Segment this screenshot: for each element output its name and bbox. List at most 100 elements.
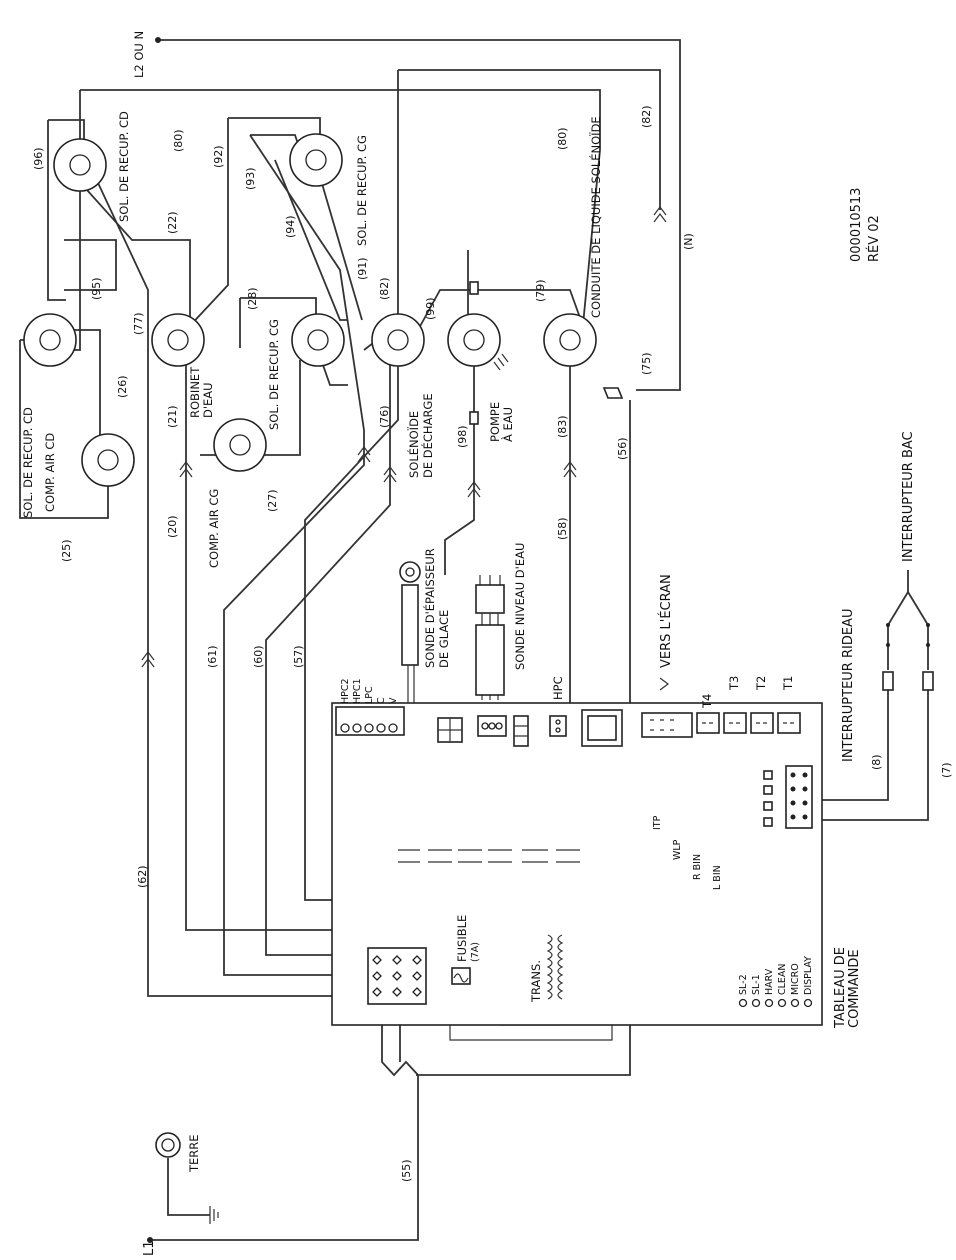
wires: [19, 39, 929, 1241]
label-sonde-glace-2: DE GLACE: [437, 610, 451, 668]
label-sol-cd-left: SOL. DE RECUP. CD: [21, 407, 35, 518]
label-led-display: DISPLAY: [803, 956, 814, 995]
wire-61: (61): [206, 645, 219, 668]
label-sonde-niveau: SONDE NIVEAU D'EAU: [513, 543, 527, 670]
wire-75: (75): [640, 352, 653, 375]
wire-numbers: (96) (80) (92) (93) (94) (91) (22) (95) …: [32, 105, 953, 1182]
neutral-terminal: [602, 387, 624, 399]
label-vers-ecran: VERS L'ÉCRAN: [658, 574, 674, 668]
label-terre: TERRE: [187, 1134, 201, 1173]
label-de-decharge: DE DÉCHARGE: [420, 393, 435, 478]
label-fuse-val: (7A): [470, 942, 481, 962]
label-led-clean: CLEAN: [777, 963, 788, 995]
wire-96: (96): [32, 147, 45, 170]
label-hpc2: HPC2: [340, 678, 351, 704]
wire-94: (94): [284, 215, 297, 238]
label-wlp: WLP: [672, 839, 683, 860]
label-interrupteur-rideau: INTERRUPTEUR RIDEAU: [841, 609, 856, 762]
label-r-bin: R BIN: [692, 854, 703, 880]
wire-28: (28): [246, 287, 259, 310]
wire-7: (7): [940, 762, 953, 778]
label-tableau-2: COMMANDE: [847, 949, 862, 1028]
connector-chevrons: [141, 206, 669, 691]
label-c: C: [376, 697, 387, 704]
label-pompe: POMPE: [488, 402, 502, 442]
label-comp-air-cd: COMP. AIR CD: [43, 433, 57, 512]
wire-20: (20): [166, 515, 179, 538]
label-led-harv: HARV: [764, 968, 775, 995]
wire-82b: (82): [640, 105, 653, 128]
wire-58: (58): [556, 517, 569, 540]
wire-n: (N): [682, 233, 695, 250]
label-sol-cg-mid: SOL. DE RECUP. CG: [267, 319, 281, 430]
label-trans: TRANS.: [529, 960, 543, 1003]
pump-link-bottom: [469, 411, 479, 425]
solenoid-cd-top: [53, 138, 107, 192]
label-lpc: LPC: [364, 686, 375, 704]
wire-93: (93): [244, 167, 257, 190]
control-board: [331, 702, 823, 1026]
water-pump: [447, 313, 509, 371]
label-l2n: L2 OU N: [132, 31, 146, 78]
label-v: V: [388, 697, 399, 704]
label-a-eau: À EAU: [500, 407, 515, 442]
label-t4: T4: [700, 694, 714, 709]
wire-92: (92): [212, 145, 225, 168]
label-led-micro: MICRO: [790, 963, 801, 995]
label-hpc1: HPC1: [352, 678, 363, 704]
water-level-probe: [475, 575, 505, 700]
label-t3: T3: [727, 676, 741, 691]
label-sol-cd-top: SOL. DE RECUP. CD: [117, 111, 131, 222]
wire-26: (26): [116, 375, 129, 398]
label-doc-num: 000010513: [849, 188, 864, 262]
wire-82a: (82): [378, 277, 391, 300]
liquid-line-solenoid: [543, 313, 597, 367]
label-interrupteur-bac: INTERRUPTEUR BAC: [901, 431, 916, 562]
label-hpc: HPC: [551, 676, 565, 700]
label-l-bin: L BIN: [712, 865, 723, 890]
label-fusible: FUSIBLE: [455, 915, 469, 962]
wire-62: (62): [136, 865, 149, 888]
solenoid-cd-left: [23, 313, 77, 367]
label-sol-cg-top: SOL. DE RECUP. CG: [355, 135, 369, 246]
label-rev: RÉV 02: [866, 215, 882, 262]
wire-8: (8): [870, 754, 883, 770]
pump-link-top: [469, 281, 479, 295]
label-l1: L1: [142, 1240, 157, 1256]
wire-57: (57): [292, 645, 305, 668]
wire-55: (55): [400, 1159, 413, 1182]
wire-98: (98): [456, 425, 469, 448]
label-robinet: ROBINET: [188, 366, 202, 418]
wire-80a: (80): [172, 129, 185, 152]
wire-91: (91): [356, 257, 369, 280]
discharge-solenoid: [371, 313, 425, 367]
label-t1: T1: [781, 676, 795, 691]
label-led-sl2: SL-2: [738, 974, 749, 995]
l2-terminal: [155, 37, 161, 43]
wire-99: (99): [424, 297, 437, 320]
label-conduite: CONDUITE DE LIQUIDE SOLÉNOÏDE: [588, 116, 603, 318]
l1-terminal: [147, 1237, 153, 1243]
wire-77: (77): [132, 312, 145, 335]
label-deau: D'EAU: [201, 382, 215, 418]
label-led-sl1: SL-1: [751, 974, 762, 995]
switches: [882, 623, 934, 691]
compressor-air-cd: [81, 433, 135, 487]
wire-95: (95): [90, 277, 103, 300]
solenoid-cg-top: [289, 133, 343, 187]
wire-76: (76): [378, 405, 391, 428]
ground-symbol: [155, 1132, 181, 1158]
wire-56: (56): [616, 437, 629, 460]
wire-80b: (80): [556, 127, 569, 150]
compressor-air-cg: [213, 418, 267, 472]
label-comp-air-cg: COMP. AIR CG: [207, 489, 221, 568]
label-itp: ITP: [652, 815, 663, 830]
label-t2: T2: [754, 676, 768, 691]
text-labels: L2 OU N L1 TERRE SOL. DE RECUP. CD SOL. …: [21, 31, 916, 1256]
wire-83: (83): [556, 415, 569, 438]
label-tableau-1: TABLEAU DE: [833, 947, 848, 1029]
wire-25: (25): [60, 539, 73, 562]
water-valve: [151, 313, 205, 367]
wire-60: (60): [252, 645, 265, 668]
